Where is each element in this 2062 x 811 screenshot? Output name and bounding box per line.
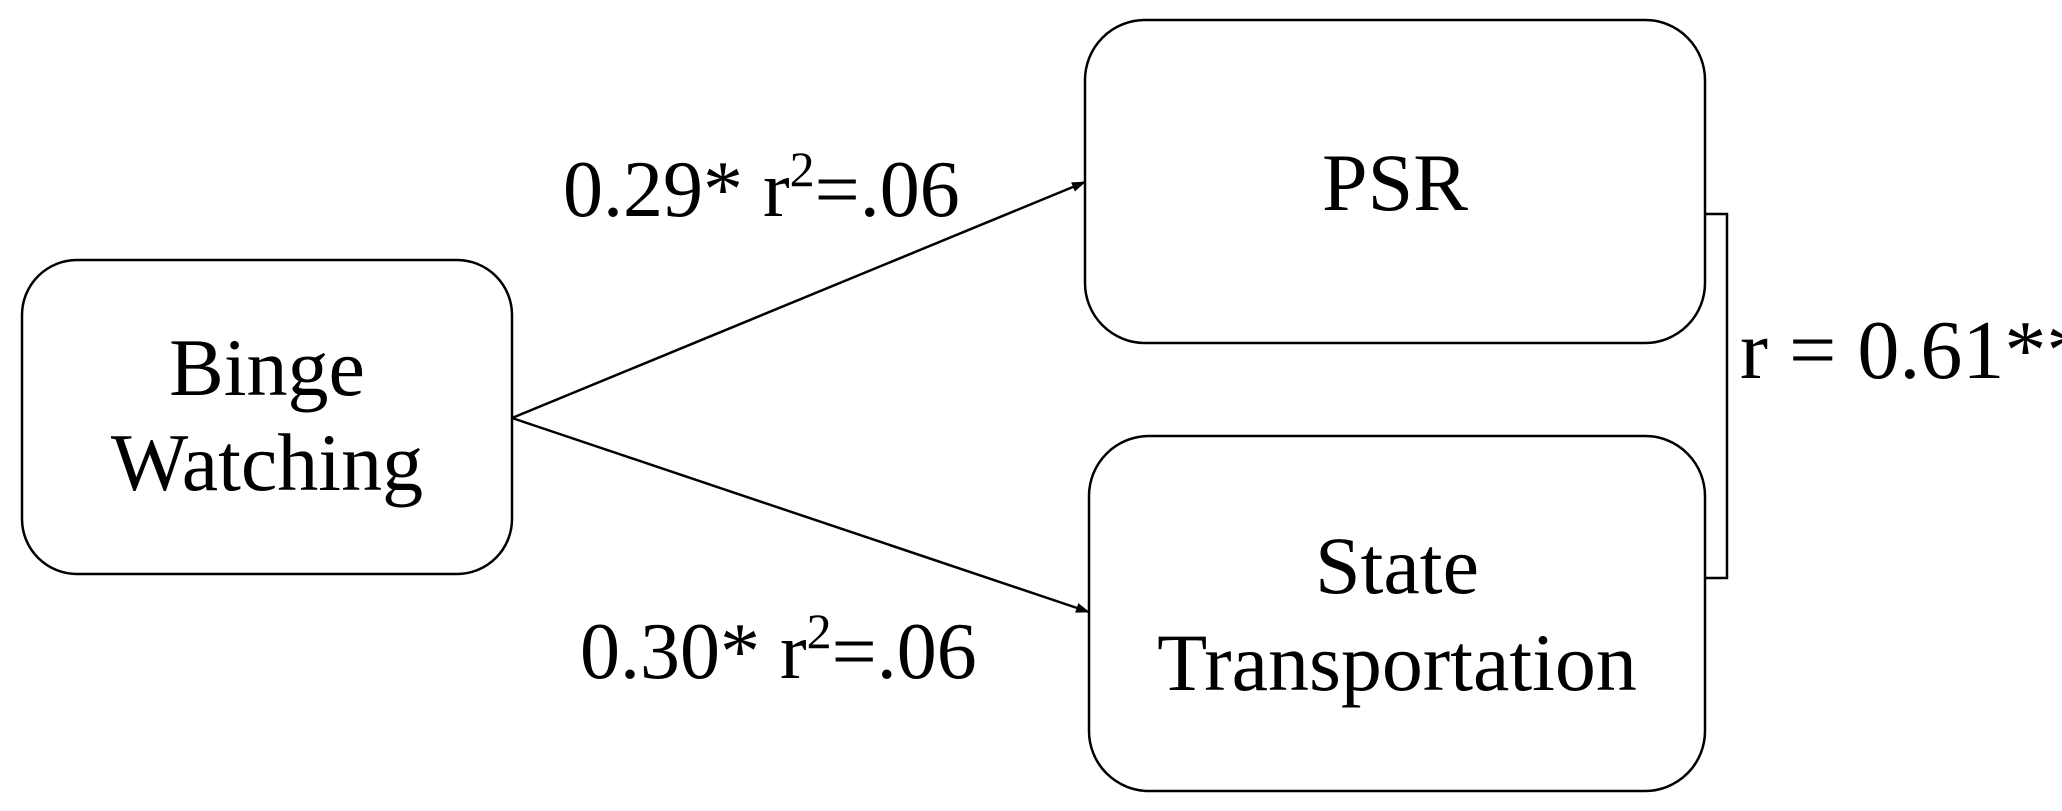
node-psr-box <box>1083 18 1707 345</box>
arrow-binge-to-state <box>511 416 1090 614</box>
edge-label-binge-psr: 0.29* r2=.06 <box>563 141 960 234</box>
edge-label-binge-state-sup: 2 <box>807 603 832 659</box>
correlation-label: r = 0.61** <box>1740 304 2062 397</box>
node-state-transportation-line1: State <box>1315 520 1479 611</box>
node-binge-watching-line1: Binge <box>169 322 365 413</box>
node-psr: PSR <box>1083 18 1707 345</box>
node-state-transportation-box <box>1087 434 1707 793</box>
node-binge-watching-line2: Watching <box>111 417 423 508</box>
edge-label-binge-state: 0.30* r2=.06 <box>580 603 977 696</box>
correlation-bracket <box>1705 212 1729 580</box>
node-psr-label: PSR <box>1322 137 1468 228</box>
arrow-binge-to-psr <box>511 180 1086 420</box>
edge-label-binge-psr-coef: 0.29* r <box>563 146 790 234</box>
edge-label-binge-psr-sup: 2 <box>790 141 815 197</box>
edge-label-binge-state-coef: 0.30* r <box>580 608 807 696</box>
edge-label-binge-psr-tail: =.06 <box>815 146 960 234</box>
node-state-transportation: State Transportation <box>1087 434 1707 793</box>
edge-label-binge-state-tail: =.06 <box>832 608 977 696</box>
node-binge-watching: Binge Watching <box>20 258 514 576</box>
node-state-transportation-line2: Transportation <box>1157 617 1637 708</box>
